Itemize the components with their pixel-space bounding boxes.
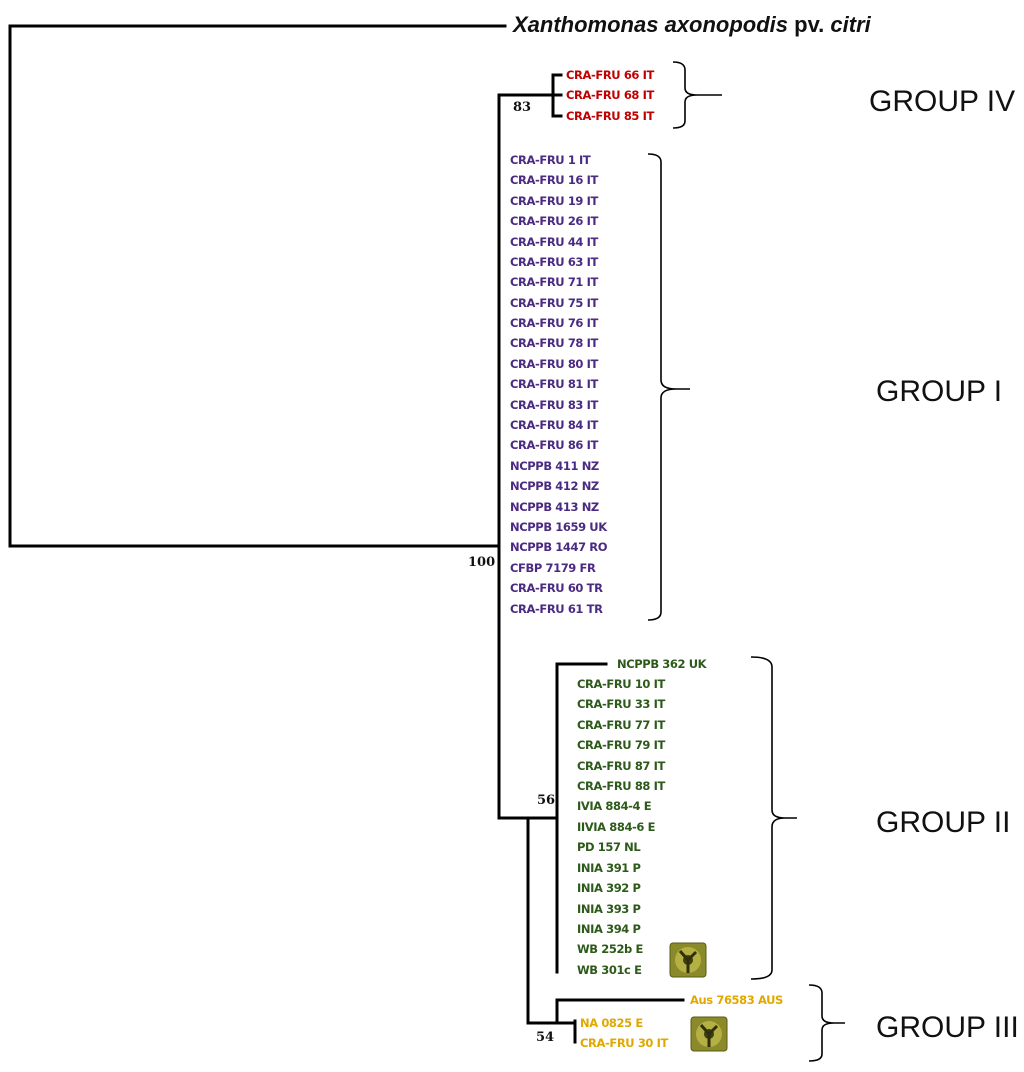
leaf-label: INIA 394 P: [577, 922, 641, 936]
leaf-label: NCPPB 412 NZ: [510, 479, 599, 493]
leaf-label: CRA-FRU 83 IT: [510, 398, 599, 412]
leaf-label: CRA-FRU 68 IT: [566, 88, 655, 102]
leaf-label: CRA-FRU 87 IT: [577, 759, 666, 773]
leaf-label: CRA-FRU 33 IT: [577, 697, 666, 711]
leaf-label: CRA-FRU 30 IT: [580, 1036, 669, 1050]
bootstrap-group-iv: 83: [513, 100, 531, 115]
leaf-label: CRA-FRU 76 IT: [510, 316, 599, 330]
outgroup-label: Xanthomonas axonopodis pv. citri: [511, 12, 872, 37]
kiwi-thumbnail-icon: [690, 1016, 728, 1052]
group-ii-label: GROUP II: [876, 806, 1010, 839]
bootstrap-group-iii: 54: [536, 1030, 554, 1045]
leaf-label: CRA-FRU 10 IT: [577, 677, 666, 691]
leaf-label: CRA-FRU 78 IT: [510, 336, 599, 350]
leaf-label: CRA-FRU 61 TR: [510, 602, 603, 616]
leaf-label: PD 157 NL: [577, 840, 641, 854]
leaf-label: CRA-FRU 88 IT: [577, 779, 666, 793]
leaf-label: IIVIA 884-6 E: [577, 820, 656, 834]
group-i-leaves: CRA-FRU 1 IT CRA-FRU 16 IT CRA-FRU 19 IT…: [510, 153, 609, 616]
leaf-label: CRA-FRU 60 TR: [510, 581, 603, 595]
group-ii-leaves: NCPPB 362 UK CRA-FRU 10 IT CRA-FRU 33 IT…: [577, 657, 708, 977]
leaf-label: NCPPB 1447 RO: [510, 540, 608, 554]
leaf-label: INIA 392 P: [577, 881, 641, 895]
bootstrap-root: 100: [468, 555, 495, 570]
group-i-label: GROUP I: [876, 375, 1002, 408]
group-iv-brace: [672, 61, 722, 129]
leaf-label: CRA-FRU 79 IT: [577, 738, 666, 752]
leaf-label: CRA-FRU 19 IT: [510, 194, 599, 208]
leaf-label: CRA-FRU 80 IT: [510, 357, 599, 371]
leaf-label: INIA 393 P: [577, 902, 641, 916]
leaf-label: Aus 76583 AUS: [690, 993, 783, 1007]
leaf-label: WB 252b E: [577, 942, 643, 956]
leaf-label: NCPPB 362 UK: [617, 657, 708, 671]
leaf-label: NCPPB 413 NZ: [510, 500, 599, 514]
leaf-label: WB 301c E: [577, 963, 642, 977]
group-iii-brace: [808, 984, 845, 1062]
leaf-label: IVIA 884-4 E: [577, 799, 652, 813]
leaf-label: NCPPB 1659 UK: [510, 520, 608, 534]
leaf-label: CRA-FRU 66 IT: [566, 68, 655, 82]
leaf-label: NCPPB 411 NZ: [510, 459, 599, 473]
leaf-label: CRA-FRU 85 IT: [566, 109, 655, 123]
leaf-label: CRA-FRU 16 IT: [510, 173, 599, 187]
leaf-label: INIA 391 P: [577, 861, 641, 875]
bootstrap-group-ii: 56: [537, 793, 555, 808]
leaf-label: CRA-FRU 81 IT: [510, 377, 599, 391]
outgroup-pv: pv.: [788, 12, 830, 37]
tree-branches: [8, 24, 685, 1044]
group-iv-label: GROUP IV: [869, 85, 1015, 118]
outgroup-species: Xanthomonas axonopodis: [511, 12, 788, 37]
leaf-label: NA 0825 E: [580, 1016, 643, 1030]
group-i-brace: [647, 153, 690, 621]
leaf-label: CRA-FRU 86 IT: [510, 438, 599, 452]
root-branch: [8, 24, 507, 548]
leaf-label: CRA-FRU 71 IT: [510, 275, 599, 289]
group-iv-leaves: CRA-FRU 66 IT CRA-FRU 68 IT CRA-FRU 85 I…: [566, 68, 655, 123]
leaf-label: CRA-FRU 1 IT: [510, 153, 591, 167]
group-ii-brace: [750, 656, 797, 980]
leaf-label: CRA-FRU 75 IT: [510, 296, 599, 310]
outgroup-pathovar: citri: [830, 12, 871, 37]
group-iii-label: GROUP III: [876, 1011, 1019, 1044]
leaf-label: CRA-FRU 26 IT: [510, 214, 599, 228]
leaf-label: CRA-FRU 44 IT: [510, 235, 599, 249]
leaf-label: CRA-FRU 84 IT: [510, 418, 599, 432]
leaf-label: CRA-FRU 63 IT: [510, 255, 599, 269]
leaf-label: CRA-FRU 77 IT: [577, 718, 666, 732]
leaf-label: CFBP 7179 FR: [510, 561, 596, 575]
kiwi-thumbnail-icon: [669, 942, 707, 978]
group-iii-leaves: Aus 76583 AUS NA 0825 E CRA-FRU 30 IT: [580, 993, 783, 1050]
